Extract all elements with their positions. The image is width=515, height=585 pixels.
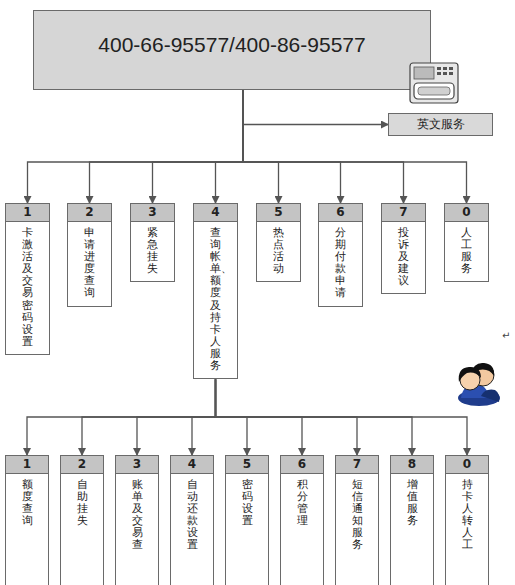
connector — [216, 379, 468, 455]
menu-number: 3 — [116, 456, 158, 474]
menu-box: 4 查询帐单、额度及持卡人服务 — [193, 203, 238, 379]
menu-text: 热点活动 — [273, 227, 284, 281]
menu-text: 增值服务 — [407, 479, 418, 533]
hotline-box: 400-66-95577/400-86-95577 — [33, 10, 431, 90]
people-icon — [458, 363, 500, 406]
menu-number: 3 — [131, 204, 174, 222]
menu-number: 0 — [445, 204, 488, 222]
menu-box: 6 积分管理 — [280, 455, 324, 585]
connector — [243, 90, 279, 203]
return-mark: ↵ — [502, 330, 510, 341]
menu-number: 7 — [336, 456, 378, 474]
menu-number: 5 — [257, 204, 300, 222]
menu-number: 7 — [382, 204, 425, 222]
menu-number: 8 — [391, 456, 433, 474]
connector — [137, 379, 216, 455]
connector — [192, 379, 216, 455]
menu-box: 1 卡激活及交易密码设置 — [5, 203, 50, 355]
menu-text: 额度查询 — [22, 479, 33, 533]
connector — [82, 379, 216, 455]
connector — [243, 90, 388, 125]
menu-text: 人工服务 — [461, 227, 472, 281]
menu-box: 2 自助挂失 — [60, 455, 104, 585]
menu-text: 密码设置 — [242, 479, 253, 533]
connector — [90, 90, 244, 203]
connector — [153, 90, 244, 203]
service-box: 英文服务 — [388, 113, 493, 136]
phone-number: 400-66-95577/400-86-95577 — [98, 33, 365, 57]
phone-icon — [408, 61, 460, 105]
menu-number: 4 — [194, 204, 237, 222]
connector — [216, 90, 244, 203]
menu-text: 英文服务 — [417, 116, 465, 133]
menu-box: 0 持卡人转人工 — [445, 455, 489, 585]
menu-box: 5 热点活动 — [256, 203, 301, 282]
connector — [243, 90, 404, 203]
menu-box: 1 额度查询 — [5, 455, 49, 585]
menu-text: 自动还款设置 — [187, 479, 198, 558]
menu-box: 8 增值服务 — [390, 455, 434, 585]
menu-box: 7 投诉及建议 — [381, 203, 426, 294]
menu-number: 5 — [226, 456, 268, 474]
menu-box: 7 短信通知服务 — [335, 455, 379, 585]
connector — [28, 90, 244, 203]
menu-number: 6 — [319, 204, 362, 222]
menu-number: 4 — [171, 456, 213, 474]
menu-box: 3 账单及交易查 — [115, 455, 159, 585]
menu-text: 卡激活及交易密码设置 — [22, 227, 33, 354]
connector — [243, 90, 341, 203]
menu-box: 3 紧急挂失 — [130, 203, 175, 282]
menu-box: 5 密码设置 — [225, 455, 269, 585]
menu-text: 投诉及建议 — [398, 227, 409, 293]
menu-box: 2 申请进度查询 — [67, 203, 112, 307]
menu-text: 分期付款申请 — [335, 227, 346, 306]
menu-number: 0 — [446, 456, 488, 474]
menu-text: 账单及交易查 — [132, 479, 143, 558]
menu-box: 6 分期付款申请 — [318, 203, 363, 307]
menu-number: 6 — [281, 456, 323, 474]
connector — [27, 379, 216, 455]
menu-box: 0 人工服务 — [444, 203, 489, 282]
menu-text: 查询帐单、额度及持卡人服务 — [210, 227, 221, 378]
menu-text: 短信通知服务 — [352, 479, 363, 558]
menu-number: 2 — [61, 456, 103, 474]
connector — [243, 90, 467, 203]
menu-box: 4 自动还款设置 — [170, 455, 214, 585]
menu-number: 1 — [6, 456, 48, 474]
menu-text: 紧急挂失 — [147, 227, 158, 281]
menu-text: 申请进度查询 — [84, 227, 95, 306]
menu-number: 2 — [68, 204, 111, 222]
menu-text: 积分管理 — [297, 479, 308, 533]
menu-text: 自助挂失 — [77, 479, 88, 533]
menu-number: 1 — [6, 204, 49, 222]
menu-text: 持卡人转人工 — [462, 479, 473, 558]
